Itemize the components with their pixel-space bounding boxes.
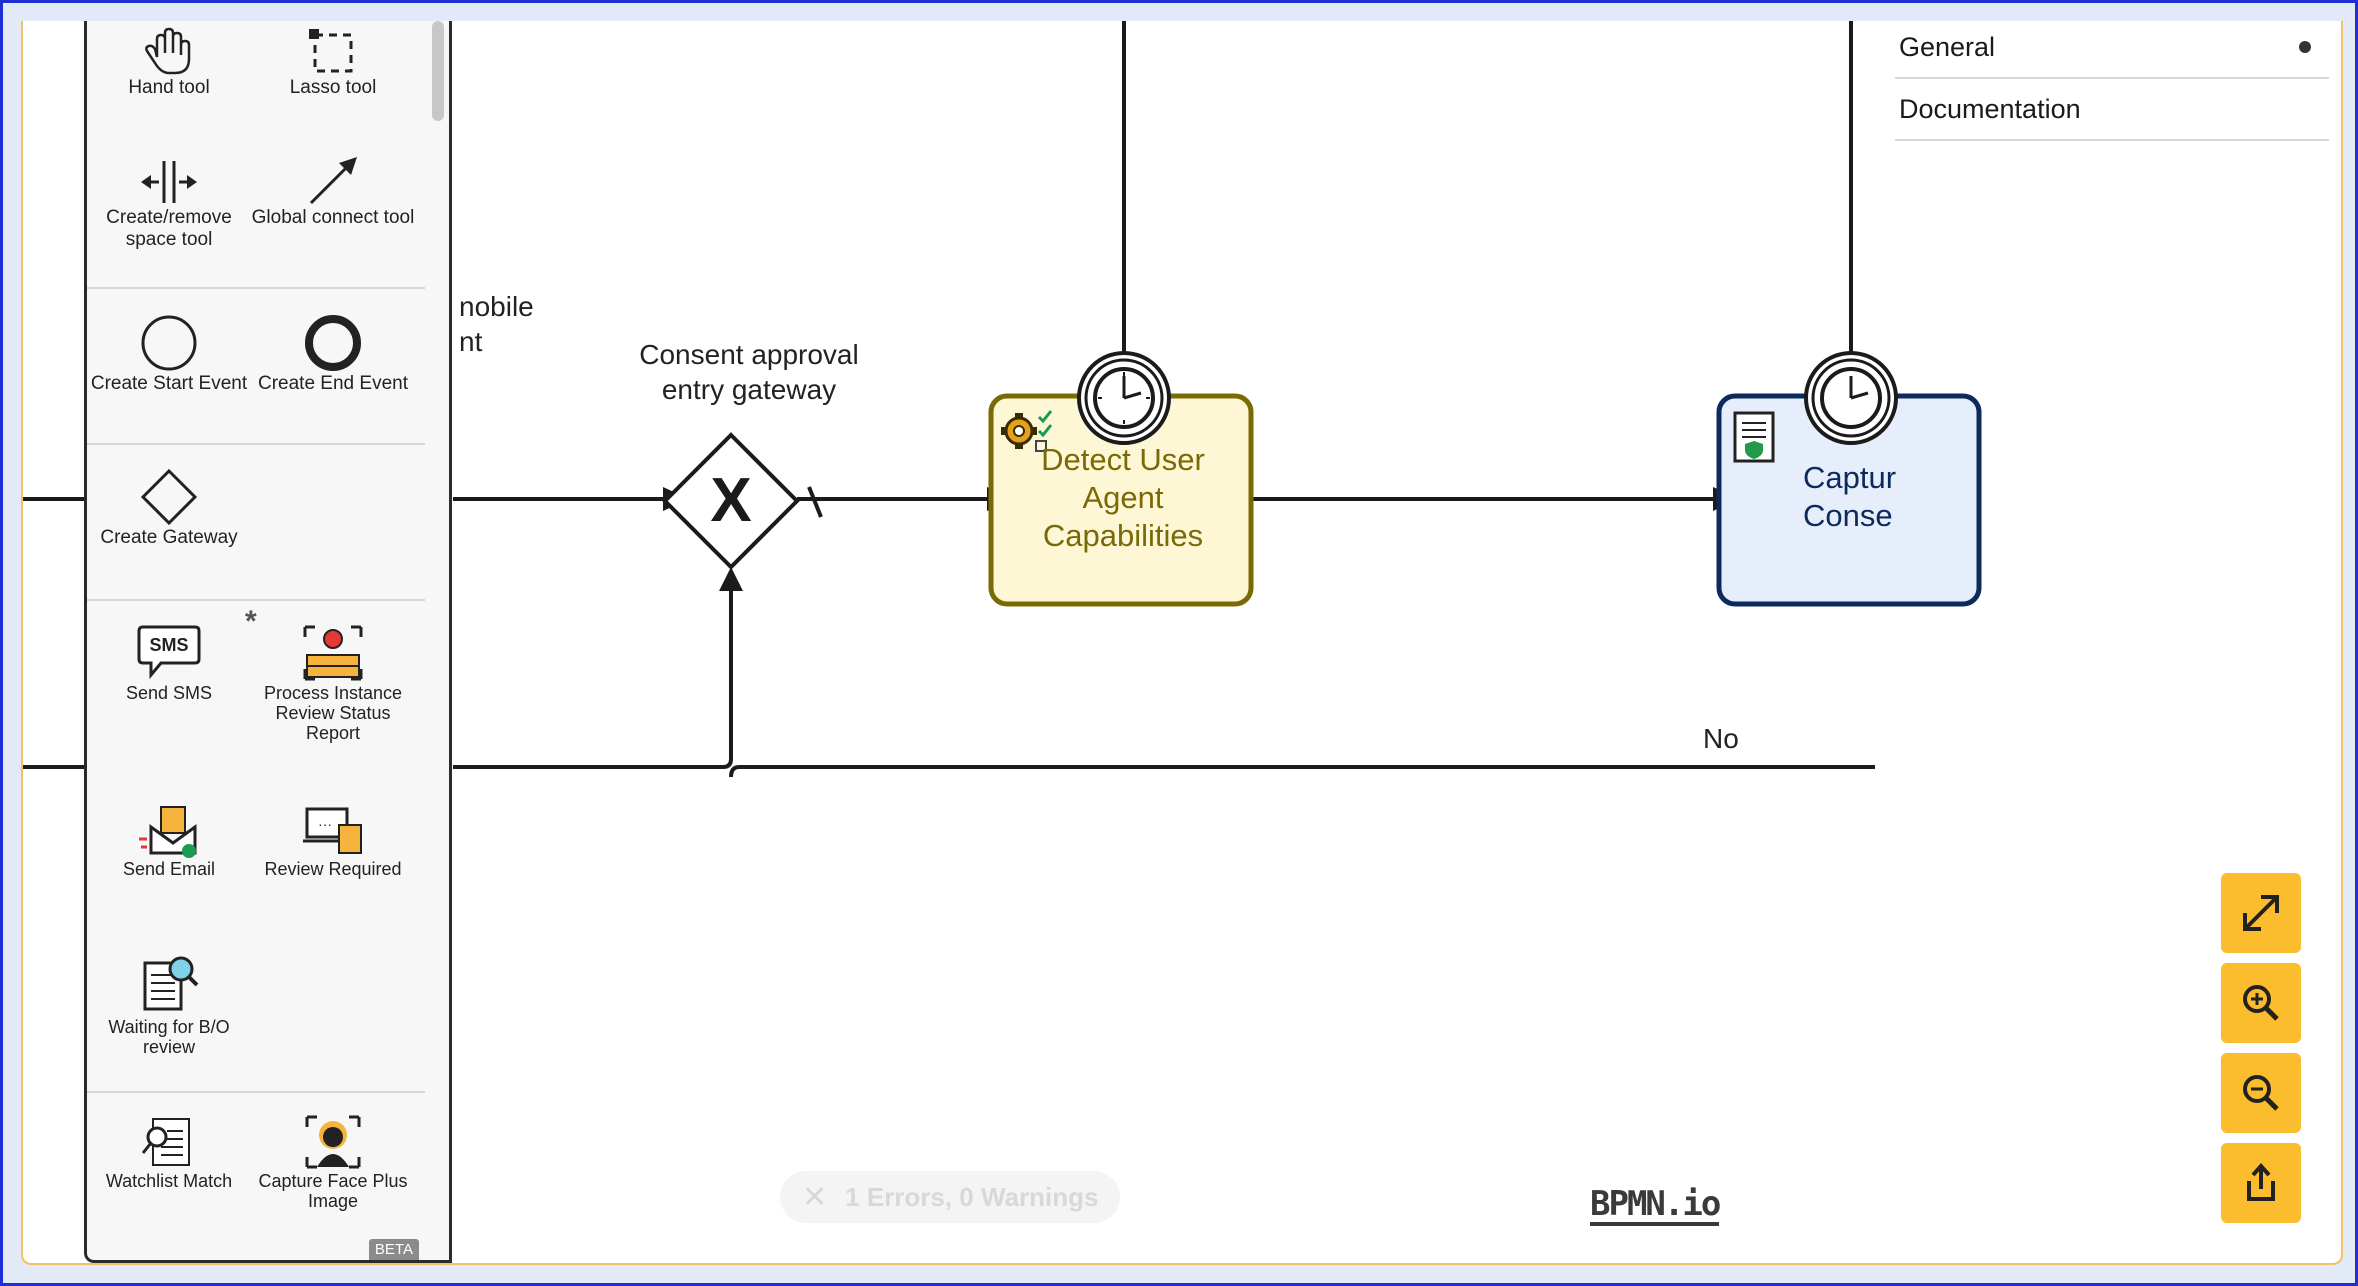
hand-tool-label: Hand tool (128, 77, 210, 98)
review-required-label: Review Required (264, 859, 402, 879)
palette-separator (87, 1091, 425, 1093)
fullscreen-button[interactable] (2221, 873, 2301, 953)
send-sms-tool[interactable]: SMS Send SMS (87, 623, 251, 703)
palette-separator (87, 599, 425, 601)
timer-boundary-event-2[interactable] (1804, 351, 1898, 445)
zoom-out-icon (2243, 1075, 2279, 1111)
fullscreen-icon (2243, 895, 2279, 931)
space-tool-label: Create/remove space tool (106, 207, 232, 250)
gateway-icon (140, 468, 198, 526)
beta-badge: BETA (368, 1239, 419, 1260)
status-report-tool[interactable]: Process Instance Review Status Report (251, 623, 415, 743)
diagram-canvas[interactable]: X (23, 21, 2341, 1263)
start-event-icon (141, 315, 197, 371)
status-report-icon (303, 625, 363, 681)
lasso-icon (309, 29, 353, 73)
lint-status-text: 1 Errors, 0 Warnings (845, 1181, 1099, 1212)
palette-scrollbar[interactable] (432, 21, 444, 1263)
gateway-x-marker: X (710, 466, 751, 535)
status-report-label: Process Instance Review Status Report (263, 683, 403, 743)
svg-text:···: ··· (318, 816, 332, 832)
sequence-flow-loop[interactable] (453, 581, 733, 769)
end-event-icon (305, 315, 361, 371)
watchlist-icon (141, 1118, 190, 1166)
review-icon: ··· (303, 807, 362, 854)
task-capture-consent-label: Captur Conse (1803, 460, 1897, 533)
create-start-event[interactable]: Create Start Event (87, 313, 251, 395)
connect-arrow-icon (309, 157, 357, 205)
capture-face-tool[interactable]: Capture Face Plus Image (251, 1113, 415, 1211)
flow-label-no: No (1703, 723, 1739, 754)
gateway-label: Consent approval entry gateway (639, 339, 859, 405)
default-flow-marker (807, 486, 823, 518)
data-indicator-dot (2299, 41, 2311, 53)
zoom-in-icon (2243, 985, 2279, 1021)
global-connect-tool-label: Global connect tool (251, 207, 415, 228)
email-icon (139, 806, 197, 858)
lasso-tool-label: Lasso tool (289, 77, 377, 98)
review-required-tool[interactable]: ··· Review Required (251, 803, 415, 879)
partial-element-label: nobile nt (459, 291, 534, 357)
gateway-label: Create Gateway (100, 527, 238, 548)
palette-separator (87, 443, 425, 445)
diagram-svg: X (23, 21, 1982, 778)
zoom-out-button[interactable] (2221, 1053, 2301, 1133)
start-event-label: Create Start Event (90, 373, 248, 394)
task-detect-user-agent-label: Detect User Agent Capabilities (1041, 442, 1205, 553)
lint-status[interactable]: ✕ 1 Errors, 0 Warnings (780, 1171, 1120, 1223)
favorite-star: * (245, 605, 257, 638)
global-connect-tool[interactable]: Global connect tool (251, 157, 415, 229)
create-end-event[interactable]: Create End Event (251, 313, 415, 395)
lasso-tool[interactable]: Lasso tool (251, 27, 415, 99)
sms-icon-text: SMS (149, 635, 188, 655)
document-search-icon (143, 956, 199, 1011)
send-sms-label: Send SMS (125, 683, 213, 703)
tool-palette: Hand tool Lasso tool Create/remove space… (84, 21, 452, 1263)
end-event-label: Create End Event (258, 373, 408, 394)
space-tool-icon (141, 161, 197, 203)
send-email-label: Send Email (122, 859, 216, 879)
create-gateway[interactable]: Create Gateway (87, 467, 251, 549)
capture-face-label: Capture Face Plus Image (258, 1171, 408, 1211)
bpmn-io-logo[interactable]: BPMN.io (1590, 1184, 1721, 1226)
hand-icon (145, 27, 191, 75)
exclusive-gateway[interactable]: X (662, 432, 800, 570)
document-shield-icon (1733, 411, 1775, 463)
face-capture-icon (305, 1115, 361, 1169)
properties-group-general-label: General (1899, 32, 1996, 62)
properties-group-documentation-label: Documentation (1899, 94, 2081, 124)
export-icon (2247, 1162, 2275, 1201)
arrowhead (719, 567, 743, 591)
palette-scrollbar-thumb[interactable] (432, 21, 444, 121)
space-tool[interactable]: Create/remove space tool (87, 157, 251, 251)
hand-tool[interactable]: Hand tool (87, 27, 251, 99)
error-x-icon: ✕ (802, 1180, 828, 1214)
timer-boundary-event-1[interactable] (1077, 351, 1171, 445)
waiting-review-tool[interactable]: Waiting for B/O review (87, 953, 251, 1057)
watchlist-match-tool[interactable]: Watchlist Match (87, 1113, 251, 1191)
palette-separator (87, 287, 425, 289)
bpmn-modeler: X (21, 21, 2343, 1265)
waiting-review-label: Waiting for B/O review (108, 1017, 230, 1057)
watchlist-match-label: Watchlist Match (105, 1171, 233, 1191)
export-button[interactable] (2221, 1143, 2301, 1223)
sms-icon: SMS (137, 625, 201, 680)
send-email-tool[interactable]: Send Email (87, 803, 251, 879)
properties-group-documentation[interactable]: Documentation (1895, 79, 2329, 141)
properties-group-general[interactable]: General (1895, 21, 2329, 79)
service-gear-icon (1001, 410, 1053, 452)
zoom-in-button[interactable] (2221, 963, 2301, 1043)
properties-panel: General Documentation (1875, 21, 2341, 157)
